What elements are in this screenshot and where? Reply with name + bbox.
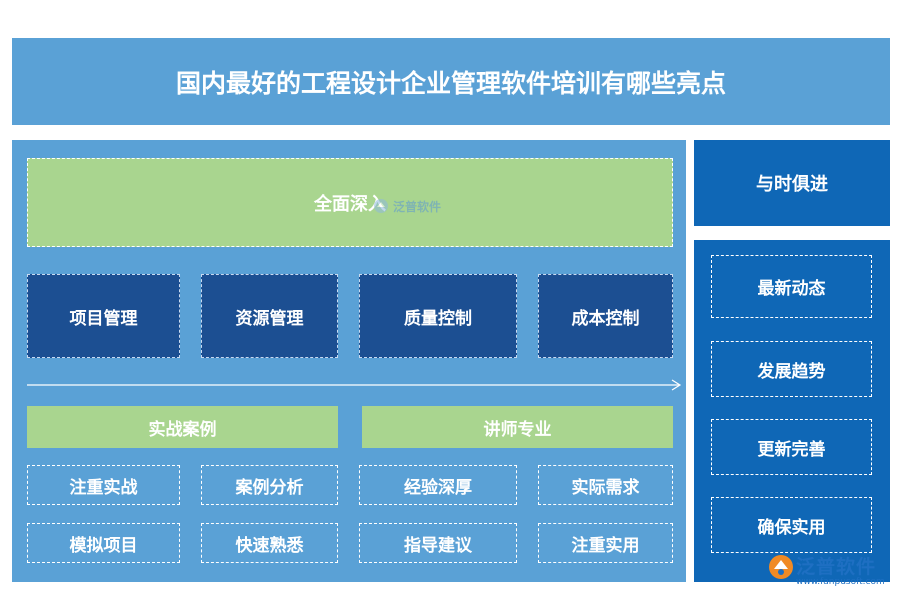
item-label: 实际需求 (571, 477, 640, 498)
list-item: 指导建议 (359, 523, 517, 563)
list-item: 经验深厚 (359, 465, 517, 505)
side-item-label: 最新动态 (757, 279, 826, 299)
title-text: 国内最好的工程设计企业管理软件培训有哪些亮点 (175, 68, 726, 98)
item-label: 案例分析 (235, 477, 304, 498)
center-watermark: 泛普软件 (373, 194, 441, 218)
side-panel (694, 240, 890, 582)
module-cost-control: 成本控制 (538, 274, 673, 358)
item-label: 模拟项目 (69, 535, 138, 556)
side-header: 与时俱进 (694, 140, 890, 226)
flow-arrow-icon (27, 379, 682, 391)
module-project-management: 项目管理 (27, 274, 180, 358)
module-label: 资源管理 (235, 308, 304, 329)
item-label: 经验深厚 (404, 477, 472, 498)
brand-logo-icon (769, 555, 793, 579)
instructor-header-label: 讲师专业 (483, 419, 552, 440)
footer-brand: 泛普软件 (796, 556, 877, 578)
side-item: 确保实用 (711, 497, 872, 553)
center-watermark-text: 泛普软件 (393, 199, 442, 214)
list-item: 注重实战 (27, 465, 180, 505)
item-label: 快速熟悉 (235, 535, 304, 556)
side-item-label: 确保实用 (757, 517, 826, 538)
item-label: 注重实战 (69, 477, 138, 498)
item-label: 指导建议 (404, 535, 472, 556)
footer-logo: 泛普软件 www.fanpusoft.com (766, 552, 896, 596)
case-section-header: 实战案例 (27, 406, 338, 448)
module-label: 项目管理 (69, 308, 138, 329)
side-header-label: 与时俱进 (756, 174, 828, 195)
case-header-label: 实战案例 (148, 419, 217, 440)
side-item-label: 发展趋势 (757, 361, 826, 382)
logo-icon (374, 199, 388, 213)
list-item: 注重实用 (538, 523, 673, 563)
module-quality-control: 质量控制 (359, 274, 517, 358)
list-item: 案例分析 (201, 465, 338, 505)
item-label: 注重实用 (571, 535, 640, 556)
module-label: 成本控制 (571, 308, 640, 329)
list-item: 实际需求 (538, 465, 673, 505)
side-item-label: 更新完善 (757, 439, 826, 460)
instructor-section-header: 讲师专业 (362, 406, 673, 448)
module-label: 质量控制 (404, 308, 472, 329)
module-resource-management: 资源管理 (201, 274, 338, 358)
side-item: 最新动态 (711, 255, 872, 318)
side-item: 发展趋势 (711, 341, 872, 397)
page-title: 国内最好的工程设计企业管理软件培训有哪些亮点 (12, 38, 890, 125)
top-theme-label: 全面深入 (314, 193, 386, 215)
top-theme-box: 全面深入 (27, 158, 673, 247)
footer-url: www.fanpusoft.com (796, 577, 885, 587)
list-item: 快速熟悉 (201, 523, 338, 563)
side-item: 更新完善 (711, 419, 872, 475)
list-item: 模拟项目 (27, 523, 180, 563)
